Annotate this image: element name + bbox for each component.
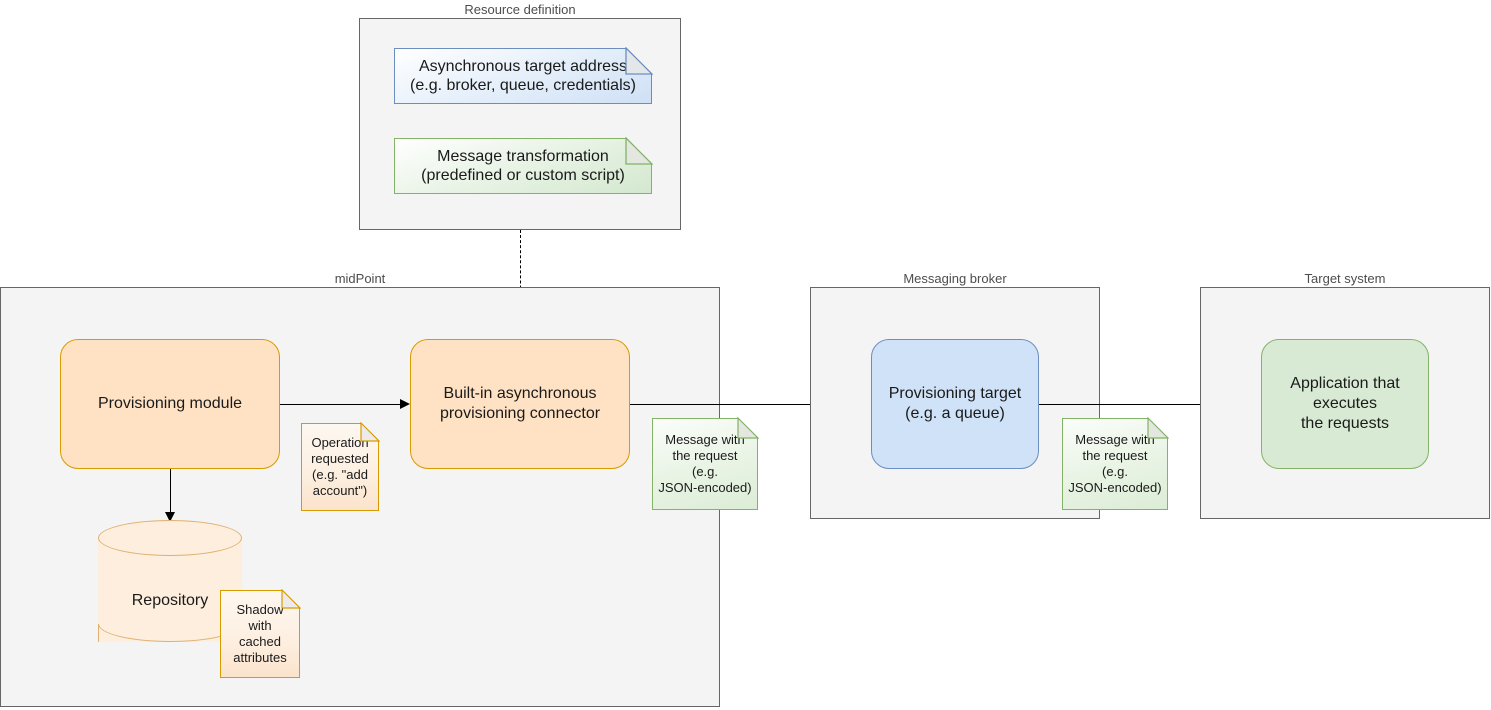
note-message-request-midpoint: Message with the request (e.g. JSON-enco… — [652, 417, 759, 510]
async-provisioning-connector-box[interactable]: Built-in asynchronous provisioning conne… — [410, 339, 630, 469]
arrow-connector-to-target-line — [630, 404, 870, 405]
note-line-1: Message transformation — [437, 148, 609, 165]
note-shadow-cached-attributes: Shadow with cached attributes — [220, 589, 301, 678]
application-line-3: the requests — [1300, 415, 1390, 432]
note-line-3: JSON-encoded) — [1068, 480, 1162, 495]
provisioning-module-label: Provisioning module — [97, 395, 243, 412]
resource-definition-label: Resource definition — [464, 2, 576, 17]
dashed-connector-resource-to-connector — [520, 230, 521, 339]
target-system-label: Target system — [1304, 271, 1386, 286]
note-operation-requested: Operation requested (e.g. "add account") — [301, 422, 380, 511]
note-line-4: account") — [312, 483, 368, 498]
repository-cylinder: Repository — [98, 520, 242, 660]
note-line-1: Asynchronous target address — [418, 58, 628, 75]
note-line-2: with cached — [239, 618, 281, 649]
note-line-1: Message with — [1075, 432, 1155, 447]
target-line-1: Provisioning target — [888, 385, 1022, 402]
arrow-target-to-application-line — [1039, 404, 1261, 405]
note-line-3: attributes — [233, 650, 287, 665]
note-async-target-address-body — [394, 48, 652, 104]
connector-line-1: Built-in asynchronous — [443, 385, 597, 402]
arrow-module-to-connector-head — [400, 399, 410, 409]
application-line-2: executes — [1312, 395, 1378, 412]
note-message-request-broker-text: Message with the request (e.g. JSON-enco… — [1062, 430, 1168, 498]
target-line-2: (e.g. a queue) — [905, 405, 1005, 422]
fold-corner-icon — [737, 417, 759, 439]
note-line-2: requested — [311, 451, 369, 466]
fold-corner-icon — [625, 137, 653, 165]
arrow-module-to-repository-head — [165, 512, 175, 522]
fold-corner-icon — [281, 589, 301, 609]
fold-corner-icon — [360, 422, 380, 442]
application-box[interactable]: Application that executes the requests — [1261, 339, 1429, 469]
note-line-2: (e.g. broker, queue, credentials) — [410, 77, 636, 94]
async-provisioning-connector-label: Built-in asynchronous provisioning conne… — [440, 384, 600, 424]
application-label: Application that executes the requests — [1290, 374, 1399, 434]
fold-corner-icon — [1147, 417, 1169, 439]
note-shadow-cached-attributes-text: Shadow with cached attributes — [220, 600, 300, 668]
note-line-3: (e.g. "add — [312, 467, 368, 482]
note-operation-requested-text: Operation requested (e.g. "add account") — [301, 433, 379, 501]
note-line-1: Operation — [311, 435, 369, 450]
messaging-broker-label: Messaging broker — [903, 271, 1007, 286]
provisioning-target-box[interactable]: Provisioning target (e.g. a queue) — [871, 339, 1039, 469]
provisioning-module-box[interactable]: Provisioning module — [60, 339, 280, 469]
note-line-2: (predefined or custom script) — [421, 167, 625, 184]
application-line-1: Application that — [1290, 375, 1400, 392]
fold-corner-icon — [625, 47, 653, 75]
arrow-module-to-repository-line — [170, 469, 171, 514]
repository-cylinder-top — [98, 520, 242, 556]
note-async-target-address-text: Asynchronous target address (e.g. broker… — [394, 55, 652, 97]
connector-line-2: provisioning connector — [439, 405, 601, 422]
note-line-1: Message with — [665, 432, 745, 447]
note-message-request-midpoint-text: Message with the request (e.g. JSON-enco… — [652, 430, 758, 498]
note-line-2: the request (e.g. — [1082, 448, 1148, 479]
midpoint-label: midPoint — [334, 271, 386, 286]
note-line-2: the request (e.g. — [672, 448, 738, 479]
arrow-module-to-connector-line — [280, 404, 400, 405]
note-message-transformation-body — [394, 138, 652, 194]
provisioning-target-label: Provisioning target (e.g. a queue) — [889, 384, 1022, 424]
note-message-transformation: Message transformation (predefined or cu… — [394, 137, 653, 194]
repository-label: Repository — [131, 592, 209, 609]
note-line-3: JSON-encoded) — [658, 480, 752, 495]
note-message-transformation-text: Message transformation (predefined or cu… — [394, 145, 652, 187]
note-line-1: Shadow — [236, 602, 284, 617]
note-async-target-address: Asynchronous target address (e.g. broker… — [394, 47, 653, 104]
note-message-request-broker: Message with the request (e.g. JSON-enco… — [1062, 417, 1169, 510]
